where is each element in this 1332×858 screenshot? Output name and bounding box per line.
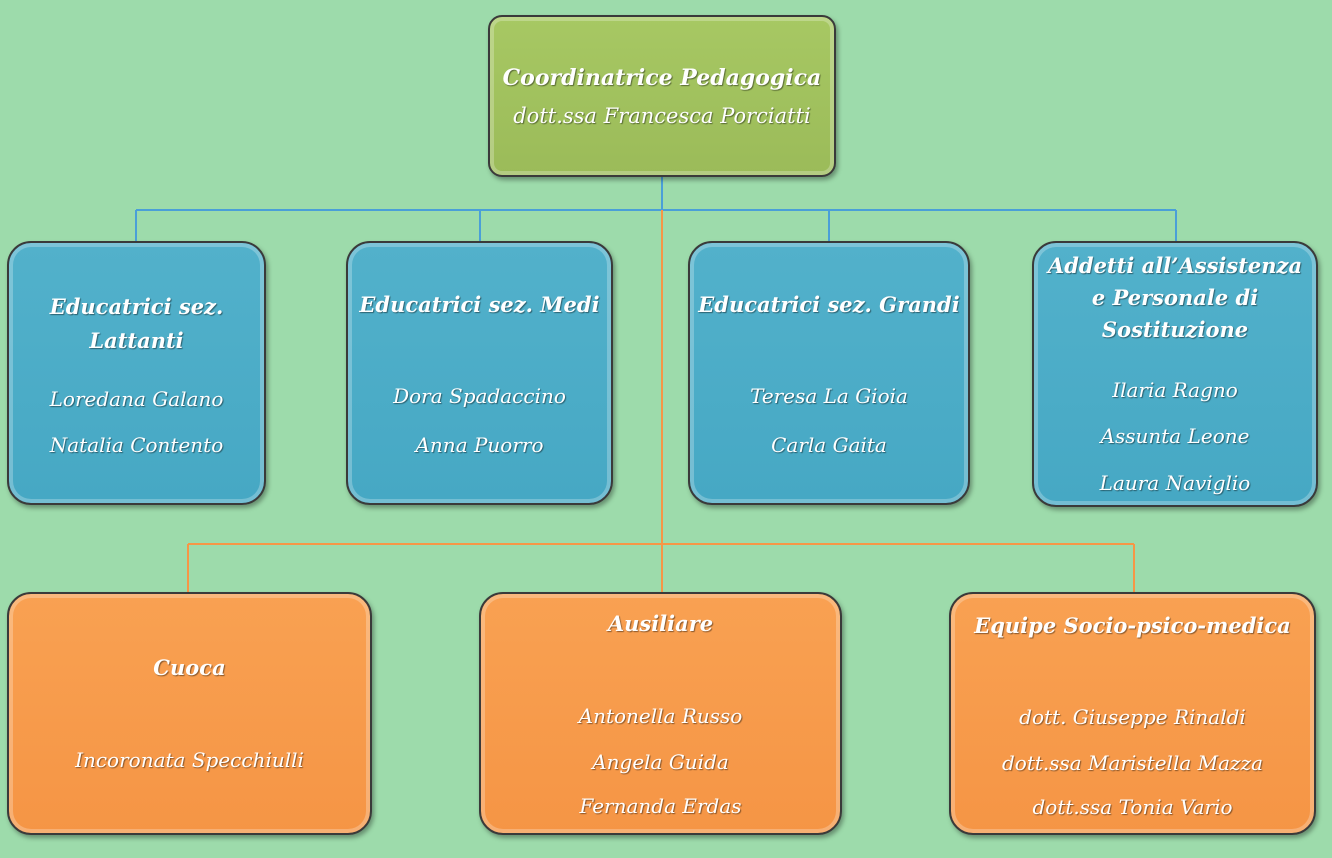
box-cuoca: Cuoca Incoronata Specchiulli <box>7 592 372 835</box>
staff-name: Laura Naviglio <box>1099 471 1251 495</box>
staff-name: Incoronata Specchiulli <box>75 748 304 772</box>
box-addetti-assistenza: Addetti all’Assistenza e Personale di So… <box>1032 241 1318 507</box>
staff-name: Dora Spadaccino <box>393 384 566 408</box>
staff-name: Antonella Russo <box>578 704 743 728</box>
staff-name: Assunta Leone <box>1100 424 1250 448</box>
staff-name: dott. Giuseppe Rinaldi <box>1019 705 1246 729</box>
coordinator-title: Coordinatrice Pedagogica <box>502 65 822 91</box>
staff-name: Carla Gaita <box>771 433 887 457</box>
box-title: Equipe Socio-psico-medica <box>974 613 1291 638</box>
staff-name: Fernanda Erdas <box>579 794 742 818</box>
box-title: Ausiliare <box>607 611 714 636</box>
box-title-line2: e Personale di Sostituzione <box>1091 285 1259 342</box>
box-equipe-socio-psico-medica: Equipe Socio-psico-medica dott. Giuseppe… <box>949 592 1316 835</box>
staff-name: Angela Guida <box>592 750 729 774</box>
box-title: Educatrici sez. Grandi <box>698 292 960 317</box>
box-educatrici-grandi: Educatrici sez. Grandi Teresa La Gioia C… <box>688 241 970 505</box>
coordinator-box: Coordinatrice Pedagogica dott.ssa France… <box>488 15 836 177</box>
staff-name: Ilaria Ragno <box>1112 378 1238 402</box>
staff-name: dott.ssa Maristella Mazza <box>1001 751 1264 775</box>
staff-name: Teresa La Gioia <box>750 384 908 408</box>
box-title: Educatrici sez. Lattanti <box>49 294 224 353</box>
staff-name: dott.ssa Tonia Vario <box>1032 795 1233 819</box>
box-title: Cuoca <box>153 655 226 680</box>
staff-name: Natalia Contento <box>49 433 224 457</box>
box-title: Educatrici sez. Medi <box>359 292 600 317</box>
staff-name: Anna Puorro <box>415 433 544 457</box>
box-title-line1: Addetti all’Assistenza <box>1047 253 1303 278</box>
coordinator-name: dott.ssa Francesca Porciatti <box>513 104 811 128</box>
box-educatrici-medi: Educatrici sez. Medi Dora Spadaccino Ann… <box>346 241 613 505</box>
box-ausiliare: Ausiliare Antonella Russo Angela Guida F… <box>479 592 842 835</box>
staff-name: Loredana Galano <box>49 387 224 411</box>
box-educatrici-lattanti: Educatrici sez. Lattanti Loredana Galano… <box>7 241 266 505</box>
